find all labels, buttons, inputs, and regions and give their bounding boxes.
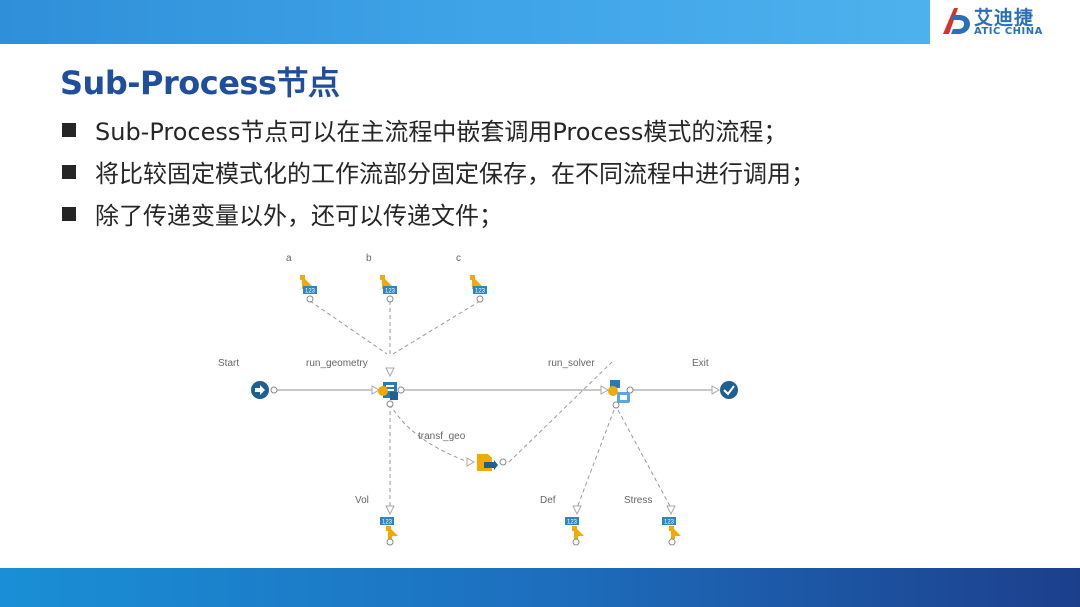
start-node[interactable]: Start	[218, 358, 278, 399]
header-bar	[0, 0, 1080, 44]
variable-badge-icon	[662, 517, 676, 525]
start-label: Start	[218, 358, 239, 369]
input-arrow-icon	[380, 275, 392, 289]
output-variable-vol[interactable]: Vol 123	[355, 495, 398, 546]
logo-chinese-text: 艾迪捷	[974, 7, 1035, 29]
file-transfer-icon	[477, 454, 498, 471]
run-solver-label: run_solver	[548, 358, 595, 369]
input-variable-c[interactable]: c 123	[456, 253, 487, 303]
run-solver-node[interactable]: run_solver	[548, 358, 634, 409]
exit-check-icon	[720, 381, 738, 399]
variable-badge-text: 123	[664, 520, 675, 526]
transf-geo-node[interactable]: transf_geo	[418, 431, 507, 471]
input-arrow-icon	[300, 275, 312, 289]
port-icon	[499, 458, 507, 466]
variable-badge-icon	[473, 286, 487, 294]
bullet-text: 将比较固定模式化的工作流部分固定保存，在不同流程中进行调用；	[95, 160, 815, 188]
exit-label: Exit	[692, 358, 709, 369]
transf-geo-label: transf_geo	[418, 431, 466, 442]
port-icon	[476, 295, 484, 303]
slide-title: Sub-Process节点	[60, 64, 340, 102]
variable-badge-text: 123	[567, 520, 578, 526]
output-arrow-icon	[572, 526, 584, 539]
run-geometry-node[interactable]: run_geometry	[306, 358, 405, 408]
output-stress-label: Stress	[624, 495, 652, 506]
port-icon	[386, 295, 394, 303]
variable-badge-icon	[380, 517, 394, 525]
port-icon	[626, 386, 634, 394]
logo-mark-icon	[943, 8, 970, 34]
output-arrow-icon	[386, 526, 398, 539]
input-c-label: c	[456, 253, 461, 264]
bullet-text: 除了传递变量以外，还可以传递文件；	[95, 202, 503, 230]
input-arrow-icon	[470, 275, 482, 289]
port-icon	[572, 538, 580, 546]
subprocess-icon	[378, 382, 398, 400]
port-icon	[668, 538, 676, 546]
variable-badge-text: 123	[475, 289, 486, 295]
output-variable-stress[interactable]: Stress 123	[624, 495, 681, 546]
port-icon	[306, 295, 314, 303]
output-vol-label: Vol	[355, 495, 369, 506]
input-variable-b[interactable]: b 123	[366, 253, 397, 303]
variable-badge-icon	[383, 286, 397, 294]
output-variable-def[interactable]: Def 123	[540, 495, 584, 546]
flow-arrowheads	[371, 367, 721, 516]
logo-english-text: ATIC CHINA	[974, 26, 1043, 37]
company-logo: 艾迪捷 ATIC CHINA	[930, 0, 1080, 44]
bullet-square-icon	[62, 165, 76, 179]
exit-node[interactable]: Exit	[692, 358, 738, 399]
port-icon	[386, 400, 394, 408]
input-a-label: a	[286, 253, 292, 264]
variable-badge-text: 123	[385, 289, 396, 295]
bullet-text: Sub-Process节点可以在主流程中嵌套调用Process模式的流程；	[95, 118, 788, 146]
variable-badge-text: 123	[382, 520, 393, 526]
bullet-square-icon	[62, 123, 76, 137]
variable-badge-text: 123	[305, 289, 316, 295]
footer-bar	[0, 568, 1080, 607]
port-icon	[397, 386, 405, 394]
variable-badge-icon	[565, 517, 579, 525]
port-icon	[612, 401, 620, 409]
run-geometry-label: run_geometry	[306, 358, 368, 369]
output-arrow-icon	[669, 526, 681, 539]
bullet-square-icon	[62, 207, 76, 221]
workflow-diagram: a 123 b 123 c 123 Start run_geometry	[218, 253, 738, 546]
input-variable-a[interactable]: a 123	[286, 253, 317, 303]
variable-badge-icon	[303, 286, 317, 294]
port-icon	[386, 538, 394, 546]
dashed-connectors	[309, 300, 672, 509]
solver-icon	[608, 380, 630, 403]
output-def-label: Def	[540, 495, 556, 506]
port-icon	[270, 386, 278, 394]
input-b-label: b	[366, 253, 372, 264]
